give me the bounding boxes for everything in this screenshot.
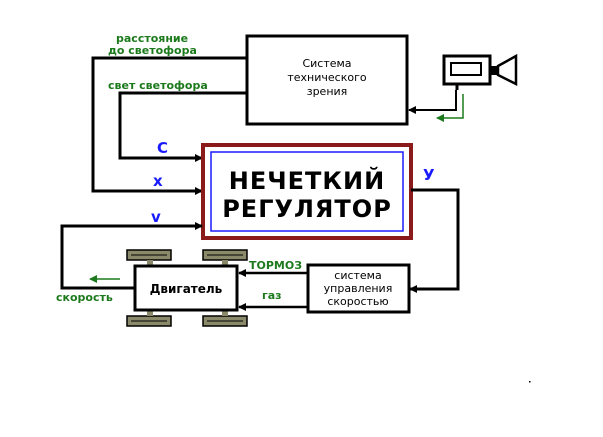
camera-icon — [442, 53, 518, 90]
distance-line — [91, 56, 247, 195]
var-x-label: x — [153, 172, 163, 190]
stray-dot — [529, 381, 531, 383]
vision-system-line-3: зрения — [307, 85, 348, 98]
distance-label-2: до светофора — [108, 44, 197, 57]
wheel-icon — [126, 249, 172, 266]
fuzzy-controller-line-1: НЕЧЕТКИЙ — [229, 166, 385, 195]
camera-green-arrow — [436, 94, 464, 122]
fuzzy-controller-line-2: РЕГУЛЯТОР — [222, 195, 392, 223]
distance-label-1: расстояние — [116, 32, 188, 45]
speed-feedback-line — [60, 222, 203, 290]
motor-label: Двигатель — [150, 282, 223, 296]
var-y-label: У — [423, 166, 435, 184]
speed-control-line-3: скоростью — [327, 295, 388, 308]
speed-control-line-2: управления — [324, 282, 393, 295]
vision-system-line-1: Система — [302, 57, 351, 70]
controller-output-line — [409, 188, 460, 293]
speed-control-line-1: система — [334, 269, 381, 282]
wheel-icon — [202, 310, 248, 327]
var-c-label: C — [157, 139, 168, 157]
fuzzy-controller-box — [201, 143, 413, 240]
wheel-icon — [202, 249, 248, 266]
traffic-light-label: свет светофора — [108, 79, 208, 92]
fuzzy-controller-inner-border — [210, 151, 404, 232]
vision-system-line-2: технического — [287, 71, 366, 84]
brake-label: ТОРМОЗ — [249, 259, 302, 272]
camera-to-vision-line — [408, 90, 457, 114]
var-v-label: v — [151, 208, 161, 226]
speed-label: скорость — [56, 291, 113, 304]
vision-system-box — [245, 34, 409, 126]
wheel-icon — [126, 310, 172, 327]
speed-control-box — [306, 263, 411, 314]
gas-label: газ — [262, 289, 282, 302]
traffic-light-line — [118, 91, 247, 162]
